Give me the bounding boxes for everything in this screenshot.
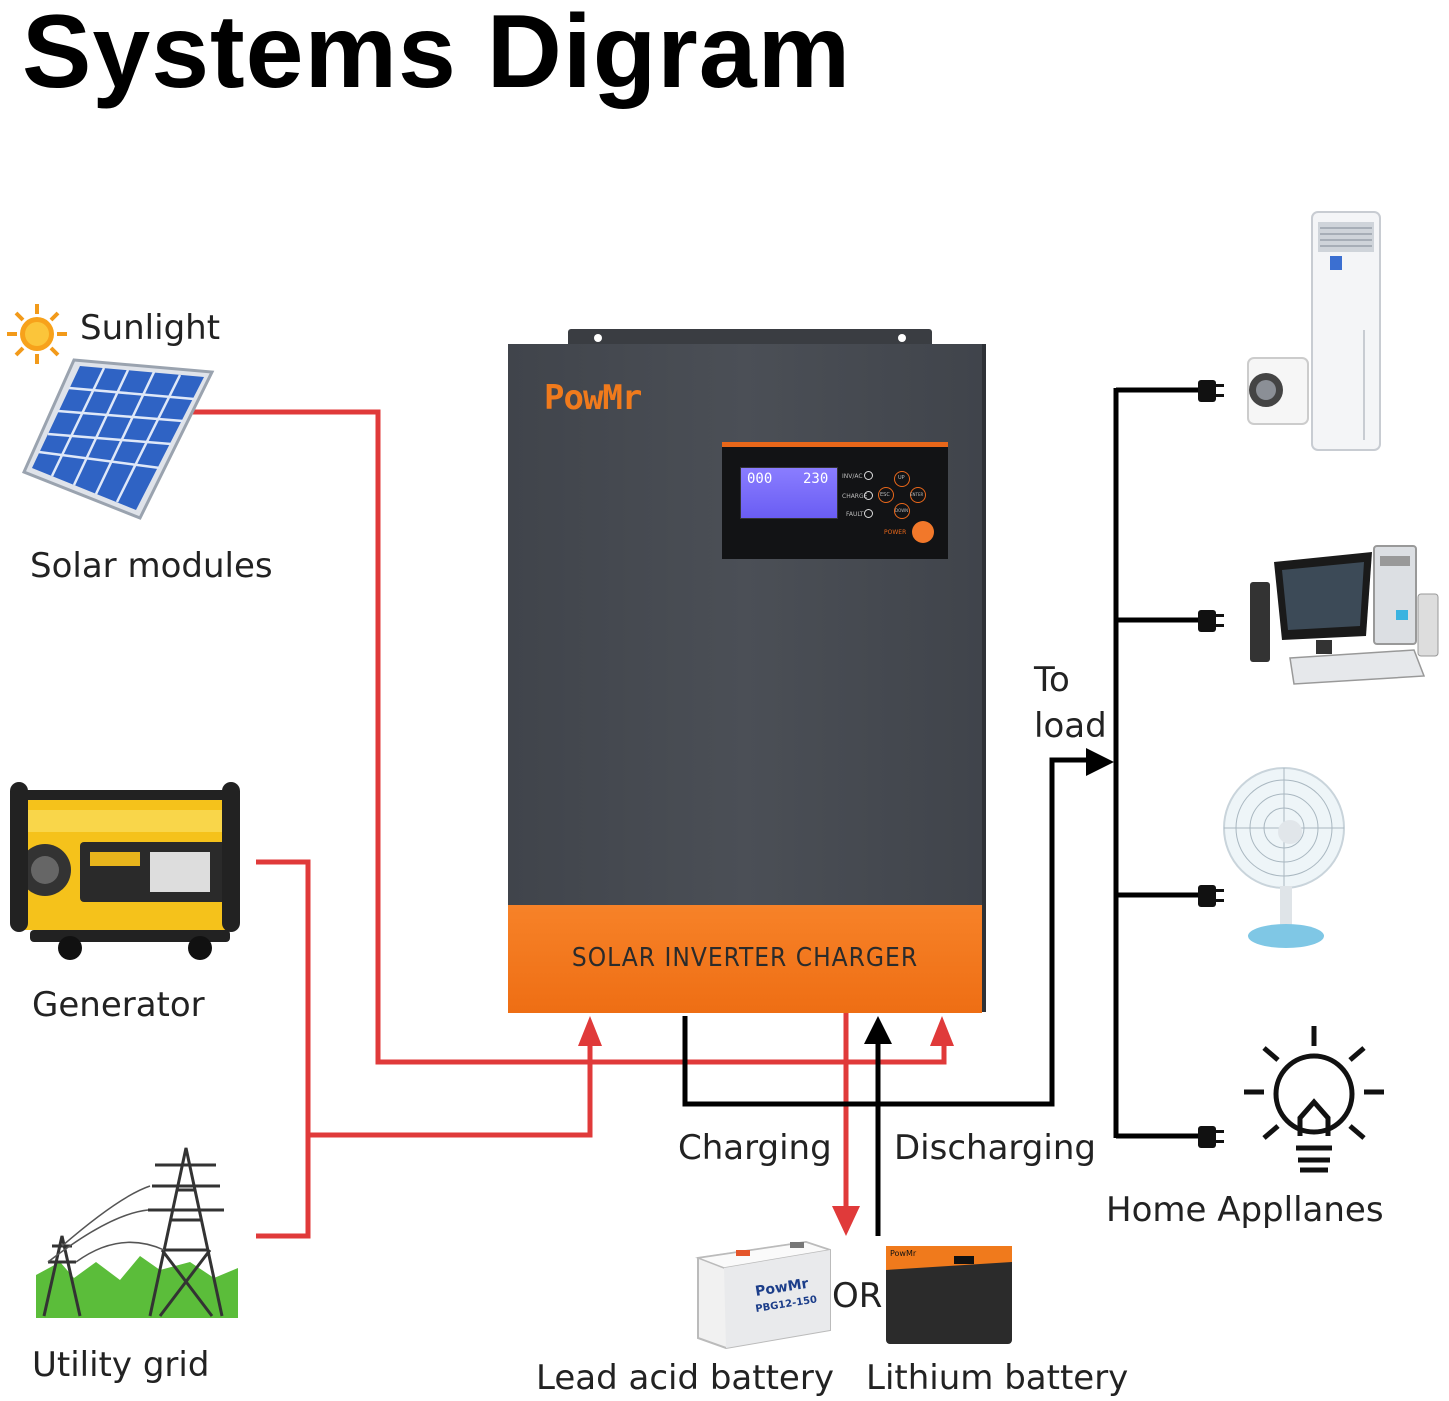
generator-icon — [10, 782, 240, 960]
inverter-brand: PowMr — [544, 378, 642, 418]
charging-label: Charging — [678, 1128, 832, 1168]
red-arrowhead-left — [578, 1016, 602, 1046]
power-label: POWER — [884, 529, 907, 536]
to-load-label-line2: load — [1034, 706, 1107, 746]
solar-panel-icon — [21, 358, 215, 520]
lead-acid-battery-label: Lead acid battery — [536, 1358, 834, 1398]
lcd-right-value: 230 — [803, 471, 829, 487]
indicator-invac-label: INV/AC — [842, 473, 863, 480]
down-label: DOWN — [895, 508, 909, 513]
inverter-mount-bracket — [568, 329, 932, 347]
indicator-charge-led — [864, 491, 873, 500]
charging-arrowhead — [832, 1206, 860, 1236]
or-label: OR — [832, 1276, 883, 1316]
indicator-charge-label: CHARGE — [842, 493, 868, 500]
utility-grid-label: Utility grid — [32, 1345, 210, 1385]
sun-icon — [7, 304, 67, 364]
plug-icon-4 — [1198, 1126, 1224, 1148]
inverter-base-label: SOLAR INVERTER CHARGER — [571, 943, 919, 973]
computer-icon — [1250, 545, 1439, 685]
generator-label: Generator — [32, 985, 205, 1025]
discharging-label: Discharging — [894, 1128, 1096, 1168]
discharging-arrowhead — [864, 1016, 892, 1044]
utility-grid-icon — [36, 1147, 238, 1318]
down-button[interactable] — [894, 503, 910, 519]
power-button[interactable] — [912, 521, 934, 543]
washing-machine-icon — [1247, 357, 1309, 425]
esc-label: ESC — [880, 492, 890, 498]
plug-icon-2 — [1198, 610, 1224, 632]
up-label: UP — [898, 475, 905, 481]
red-arrowhead-right — [930, 1016, 954, 1046]
enter-button[interactable] — [910, 487, 926, 503]
output-wire — [682, 757, 1090, 1107]
lcd-left-value: 000 — [747, 471, 773, 487]
inverter-control-panel: 000 230 INV/AC CHARGE FAULT UP ESC ENTER… — [722, 442, 948, 559]
indicator-fault-led — [864, 509, 873, 518]
home-appliances-label: Home Appllanes — [1106, 1190, 1384, 1230]
grid-wire — [308, 1040, 593, 1138]
indicator-invac-led — [864, 471, 873, 480]
up-button[interactable] — [894, 471, 910, 487]
solar-wire — [192, 409, 947, 1065]
sunlight-label: Sunlight — [80, 308, 221, 348]
lithium-battery-brand: PowMr — [890, 1249, 917, 1258]
generator-wire — [256, 859, 311, 1239]
lithium-battery-icon — [886, 1246, 1012, 1344]
plug-icon-3 — [1198, 885, 1224, 907]
plug-icon-1 — [1198, 380, 1224, 402]
indicator-fault-label: FAULT — [846, 511, 864, 518]
to-load-arrowhead — [1086, 748, 1114, 776]
esc-button[interactable] — [878, 487, 894, 503]
fan-icon — [1223, 767, 1345, 948]
enter-label: ENTER — [910, 492, 924, 497]
to-load-label-line1: To — [1034, 660, 1070, 700]
lead-acid-battery-icon — [695, 1240, 831, 1350]
light-bulb-icon — [1244, 1026, 1384, 1173]
lithium-battery-label: Lithium battery — [866, 1358, 1129, 1398]
inverter-base: SOLAR INVERTER CHARGER — [508, 905, 982, 1013]
air-conditioner-icon — [1311, 211, 1381, 451]
page-title: Systems Digram — [22, 0, 852, 110]
solar-modules-label: Solar modules — [30, 546, 273, 586]
lcd-display: 000 230 — [740, 467, 838, 519]
